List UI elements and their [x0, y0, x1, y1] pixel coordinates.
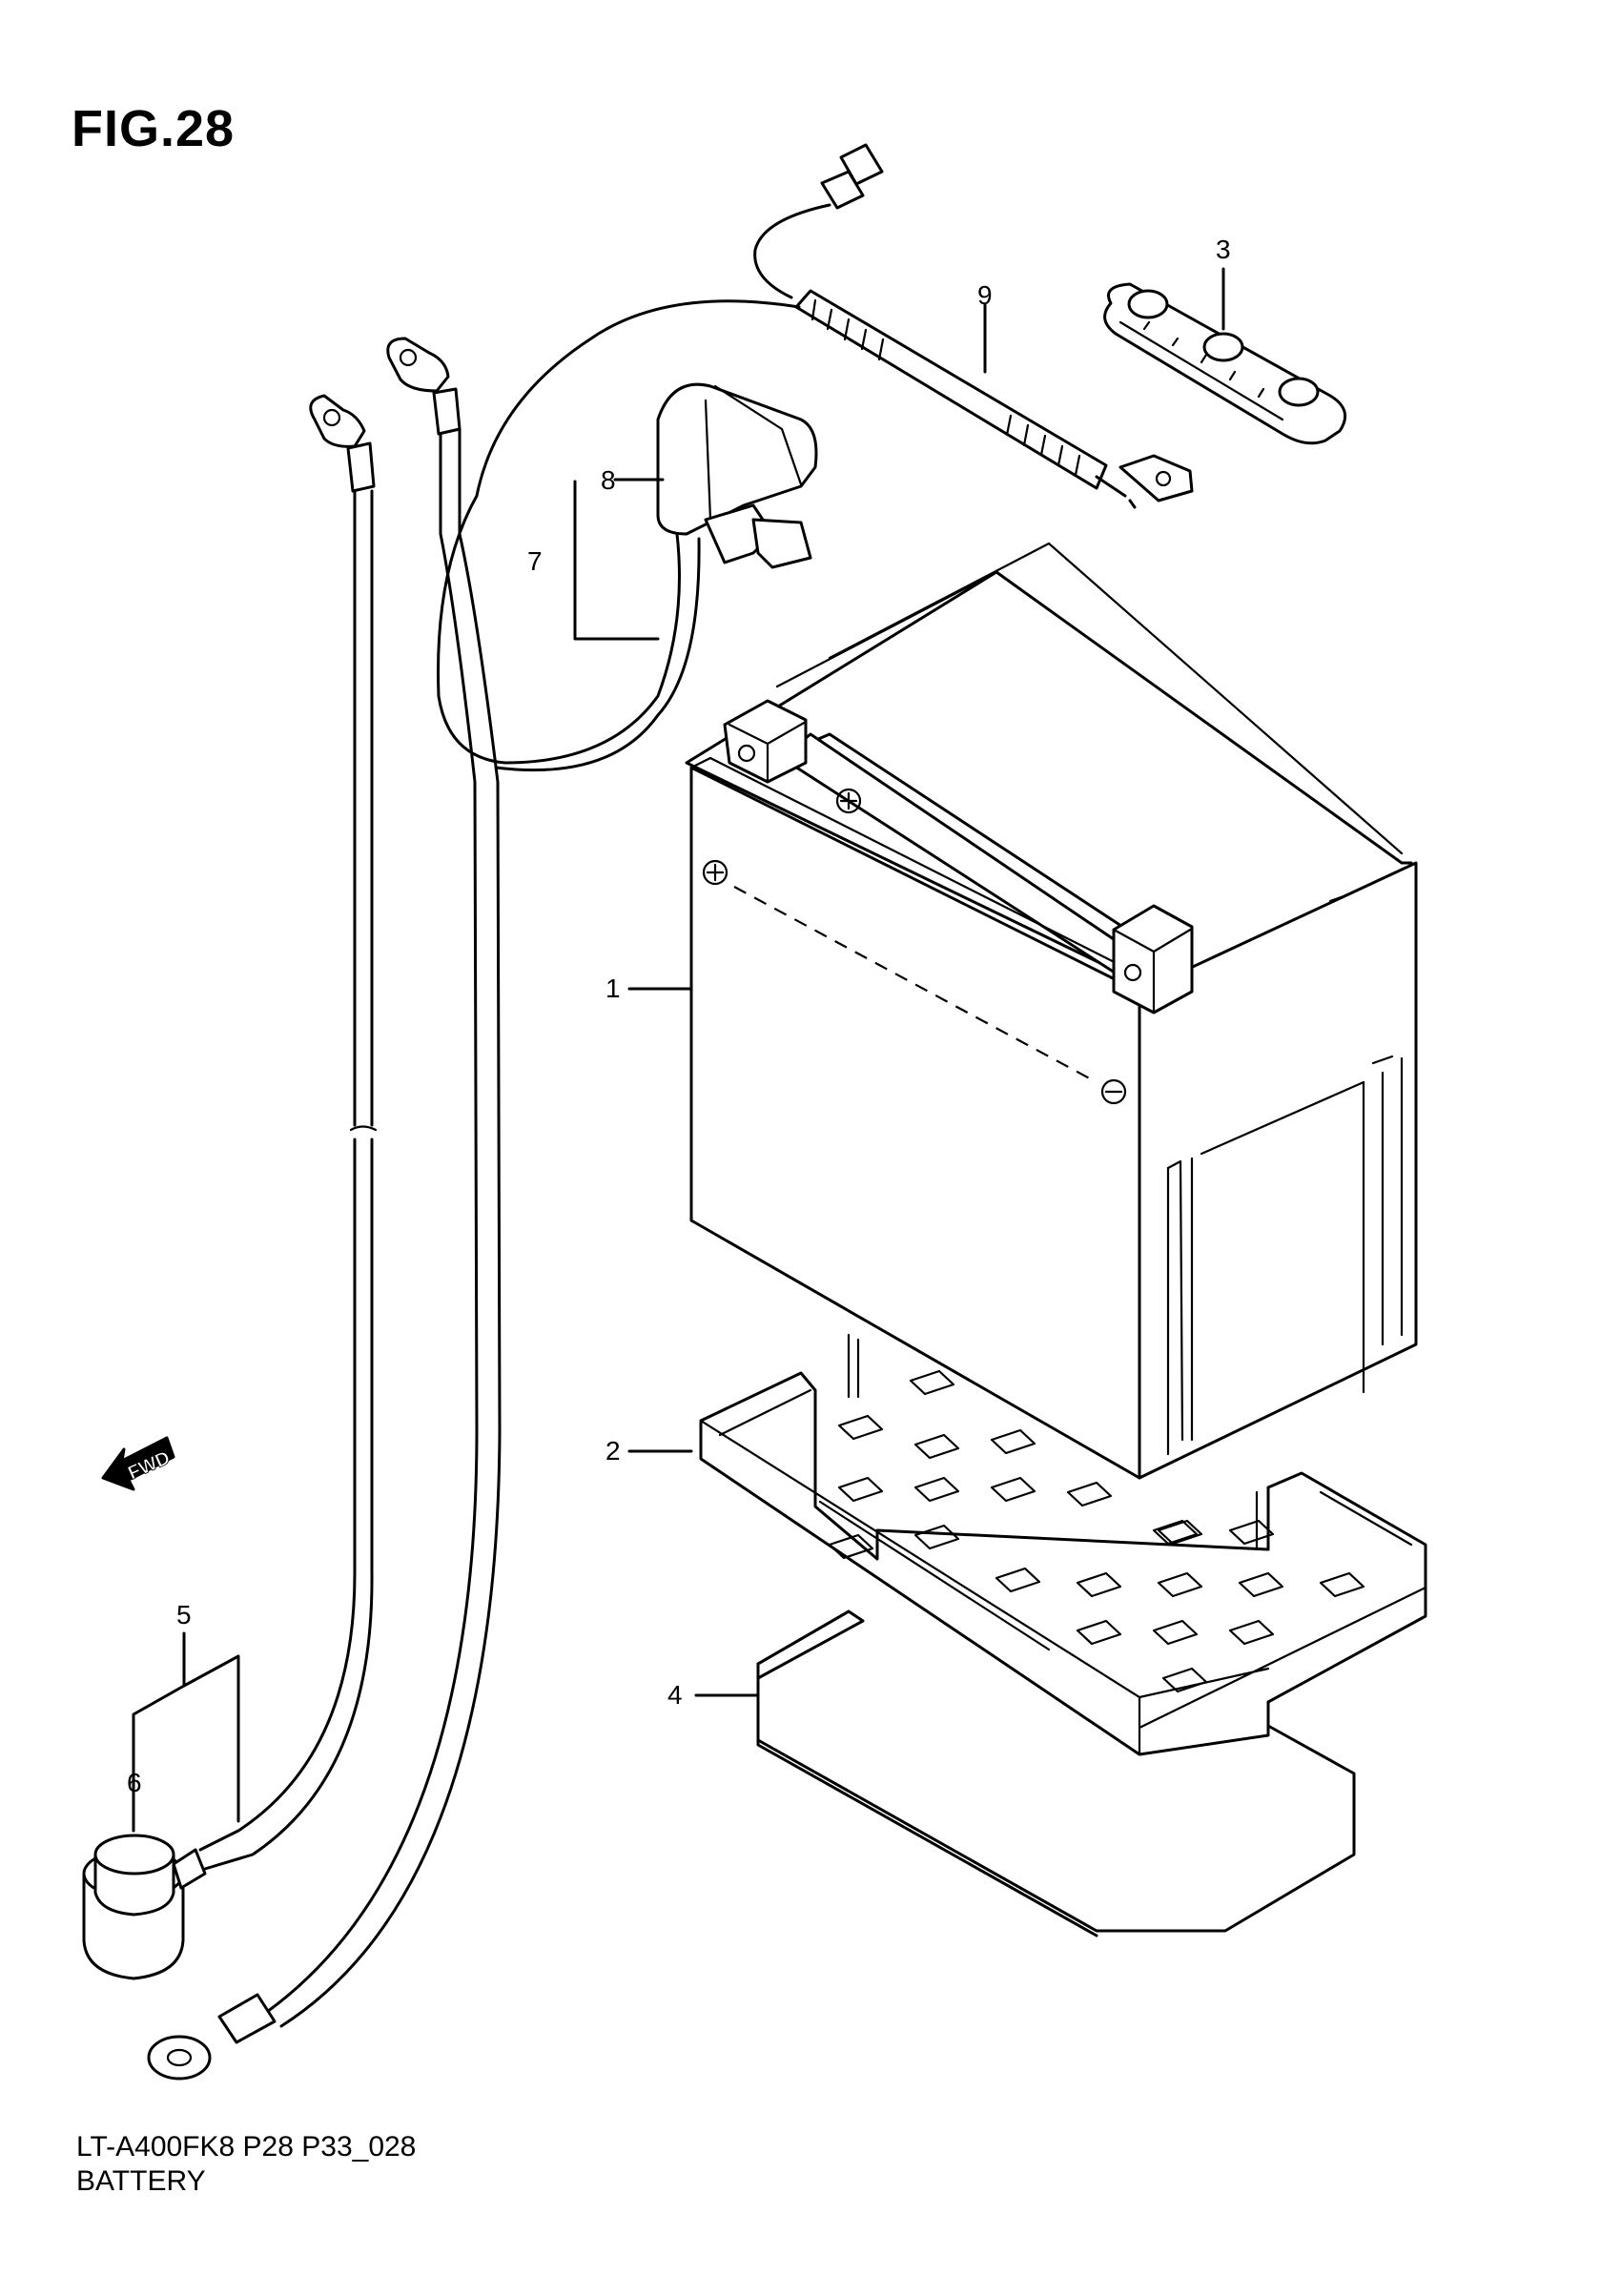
- callout-2: 2: [605, 1436, 621, 1466]
- callout-9: 9: [977, 280, 993, 310]
- battery: [685, 542, 1418, 1480]
- positive-cable: [147, 337, 502, 2081]
- fuse-holder: [437, 382, 818, 772]
- callout-3: 3: [1216, 235, 1231, 264]
- callout-8: 8: [601, 465, 616, 495]
- battery-holder-plate: [1103, 282, 1347, 445]
- callout-7: 7: [527, 546, 543, 576]
- battery-tray: [699, 1333, 1427, 1756]
- figure-title: FIG.28: [72, 100, 236, 157]
- cushion-pad: [756, 1609, 1356, 1937]
- leader-lines: [132, 267, 1225, 1833]
- terminal-cap: [82, 1834, 207, 1980]
- figure-caption: BATTERY: [76, 2165, 206, 2197]
- wiring-harness: [475, 143, 1194, 509]
- callout-1: 1: [605, 974, 621, 1003]
- forward-arrow-icon: FWD: [101, 1436, 175, 1491]
- model-code: LT-A400FK8 P28 P33_028: [76, 2131, 417, 2163]
- negative-cable: [198, 394, 378, 1871]
- callout-6: 6: [127, 1768, 142, 1797]
- callout-4: 4: [667, 1680, 683, 1710]
- callout-5: 5: [176, 1600, 192, 1630]
